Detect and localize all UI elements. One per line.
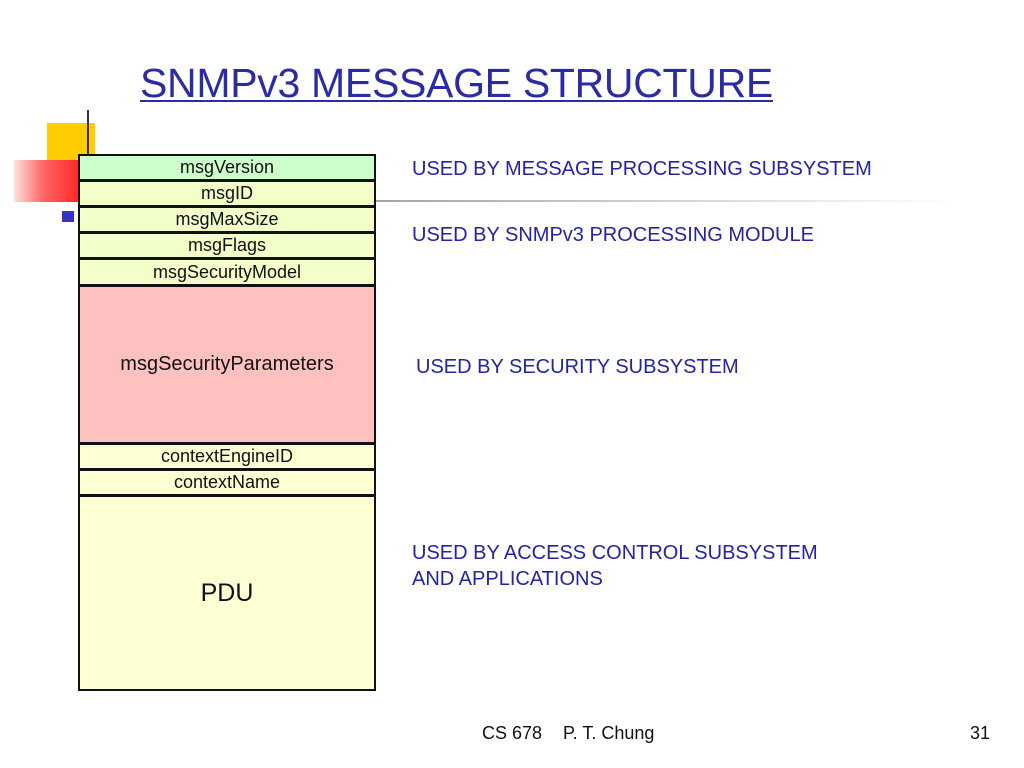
- field-contextname: contextName: [78, 469, 376, 496]
- annotation-access-control: USED BY ACCESS CONTROL SUBSYSTEM AND APP…: [412, 540, 818, 592]
- annotation-line: USED BY SNMPv3 PROCESSING MODULE: [412, 224, 814, 246]
- annotation-line: USED BY SECURITY SUBSYSTEM: [416, 356, 739, 378]
- field-msgflags: msgFlags: [78, 232, 376, 259]
- footer-author: P. T. Chung: [563, 723, 655, 743]
- annotation-message-processing: USED BY MESSAGE PROCESSING SUBSYSTEM: [412, 156, 872, 182]
- field-contextengineid: contextEngineID: [78, 443, 376, 470]
- annotation-line: USED BY ACCESS CONTROL SUBSYSTEM: [412, 542, 818, 564]
- field-msgmaxsize: msgMaxSize: [78, 206, 376, 233]
- decor-blue-bullet: [62, 211, 74, 222]
- field-pdu: PDU: [78, 495, 376, 691]
- field-msgid: msgID: [78, 180, 376, 207]
- annotation-line: AND APPLICATIONS: [412, 568, 603, 590]
- decor-horizontal-rule: [50, 200, 960, 202]
- decor-red-gradient-block: [14, 160, 78, 202]
- slide-title: SNMPv3 MESSAGE STRUCTURE: [140, 60, 773, 106]
- field-msgsecurityparameters: msgSecurityParameters: [78, 285, 376, 444]
- annotation-line: USED BY MESSAGE PROCESSING SUBSYSTEM: [412, 158, 872, 180]
- field-msgsecuritymodel: msgSecurityModel: [78, 258, 376, 286]
- annotation-snmpv3-processing: USED BY SNMPv3 PROCESSING MODULE: [412, 222, 814, 248]
- field-msgversion: msgVersion: [78, 154, 376, 181]
- page-number: 31: [970, 723, 991, 743]
- footer-course: CS 678: [482, 723, 543, 743]
- annotation-security: USED BY SECURITY SUBSYSTEM: [416, 354, 739, 380]
